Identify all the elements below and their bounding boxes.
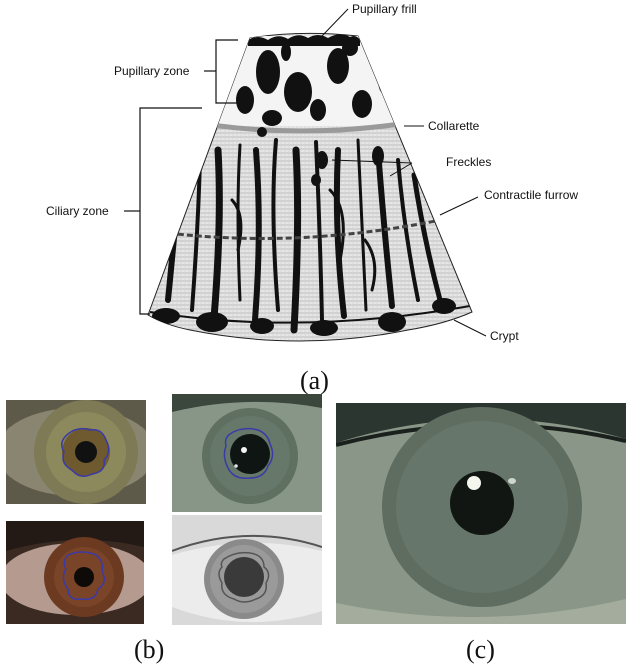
label-collarette: Collarette	[428, 119, 479, 133]
label-freckles: Freckles	[446, 155, 491, 169]
pupil	[75, 441, 97, 463]
photo-nir-iris	[172, 515, 322, 625]
pupil	[450, 471, 514, 535]
photo-eye-closeup	[336, 403, 626, 624]
pupil	[224, 557, 264, 597]
caption-b: (b)	[134, 635, 164, 665]
caption-c: (c)	[466, 635, 495, 665]
photo-gray-green-iris	[172, 394, 322, 512]
photo-hazel-iris	[6, 400, 146, 504]
contractile-furrow-leader	[440, 197, 478, 215]
pupil	[230, 434, 270, 474]
caption-a: (a)	[300, 366, 329, 396]
label-pupillary-frill: Pupillary frill	[352, 2, 417, 16]
label-crypt: Crypt	[490, 329, 519, 343]
crypt-leader	[454, 320, 486, 336]
label-pupillary-zone: Pupillary zone	[114, 64, 189, 78]
photo-brown-iris	[6, 521, 144, 624]
pupillary-frill-leader	[322, 9, 348, 36]
label-contractile-furrow: Contractile furrow	[484, 188, 578, 202]
label-ciliary-zone: Ciliary zone	[46, 204, 109, 218]
pupil	[74, 567, 94, 587]
